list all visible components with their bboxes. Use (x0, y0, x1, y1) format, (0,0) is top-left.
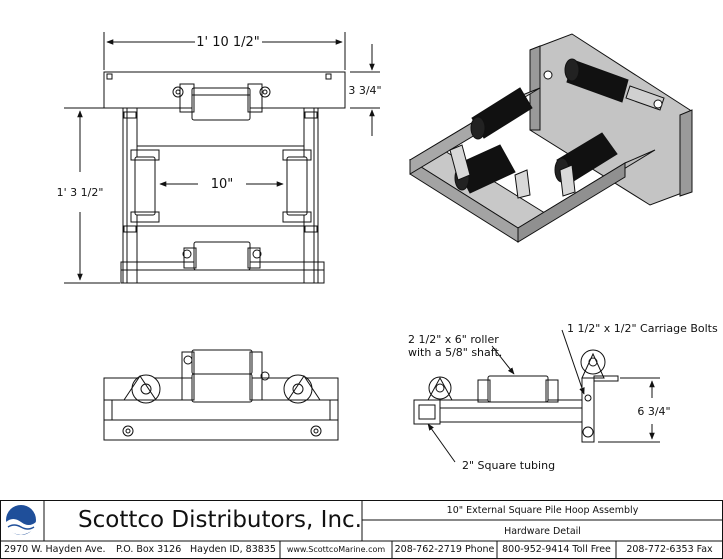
plan-view (103, 71, 346, 284)
dim-inner-gap: 10" (211, 177, 234, 192)
front-elevation (103, 349, 339, 441)
dim-side-height: 1' 3 1/2" (57, 186, 104, 199)
callout-tubing: 2" Square tubing (462, 459, 555, 472)
po-box: P.O. Box 3126 (116, 544, 182, 555)
toll-free-number: 800-952-9414 Toll Free (502, 544, 611, 555)
side-elevation (413, 349, 619, 443)
drawing-subtitle: Hardware Detail (504, 526, 581, 537)
dim-top-width: 1' 10 1/2" (196, 35, 260, 50)
drawing-title: 10" External Square Pile Hoop Assembly (446, 505, 639, 516)
company-name: Scottco Distributors, Inc. (78, 507, 362, 533)
address: 2970 W. Hayden Ave. (4, 544, 106, 555)
callout-leaders (427, 329, 585, 463)
callout-bolts: 1 1/2" x 1/2" Carriage Bolts (567, 322, 718, 335)
dim-elevation-height: 6 3/4" (637, 405, 670, 418)
isometric-view (408, 33, 693, 243)
callout-roller-line1: 2 1/2" x 6" roller (408, 333, 499, 346)
website-link[interactable]: www.ScottcoMarine.com (286, 545, 386, 554)
side-dimensions (598, 377, 660, 443)
company-logo-icon (6, 505, 36, 535)
callout-roller-line2: with a 5/8" shaft. (408, 346, 502, 359)
city: Hayden ID, 83835 (190, 544, 276, 555)
iso-roller-2 (564, 58, 629, 103)
dim-end-height: 3 3/4" (348, 84, 381, 97)
fax-number: 208-772-6353 Fax (626, 544, 713, 555)
iso-roller-1 (470, 87, 533, 140)
phone-number: 208-762-2719 Phone (394, 544, 495, 555)
plan-dimensions (64, 32, 380, 284)
